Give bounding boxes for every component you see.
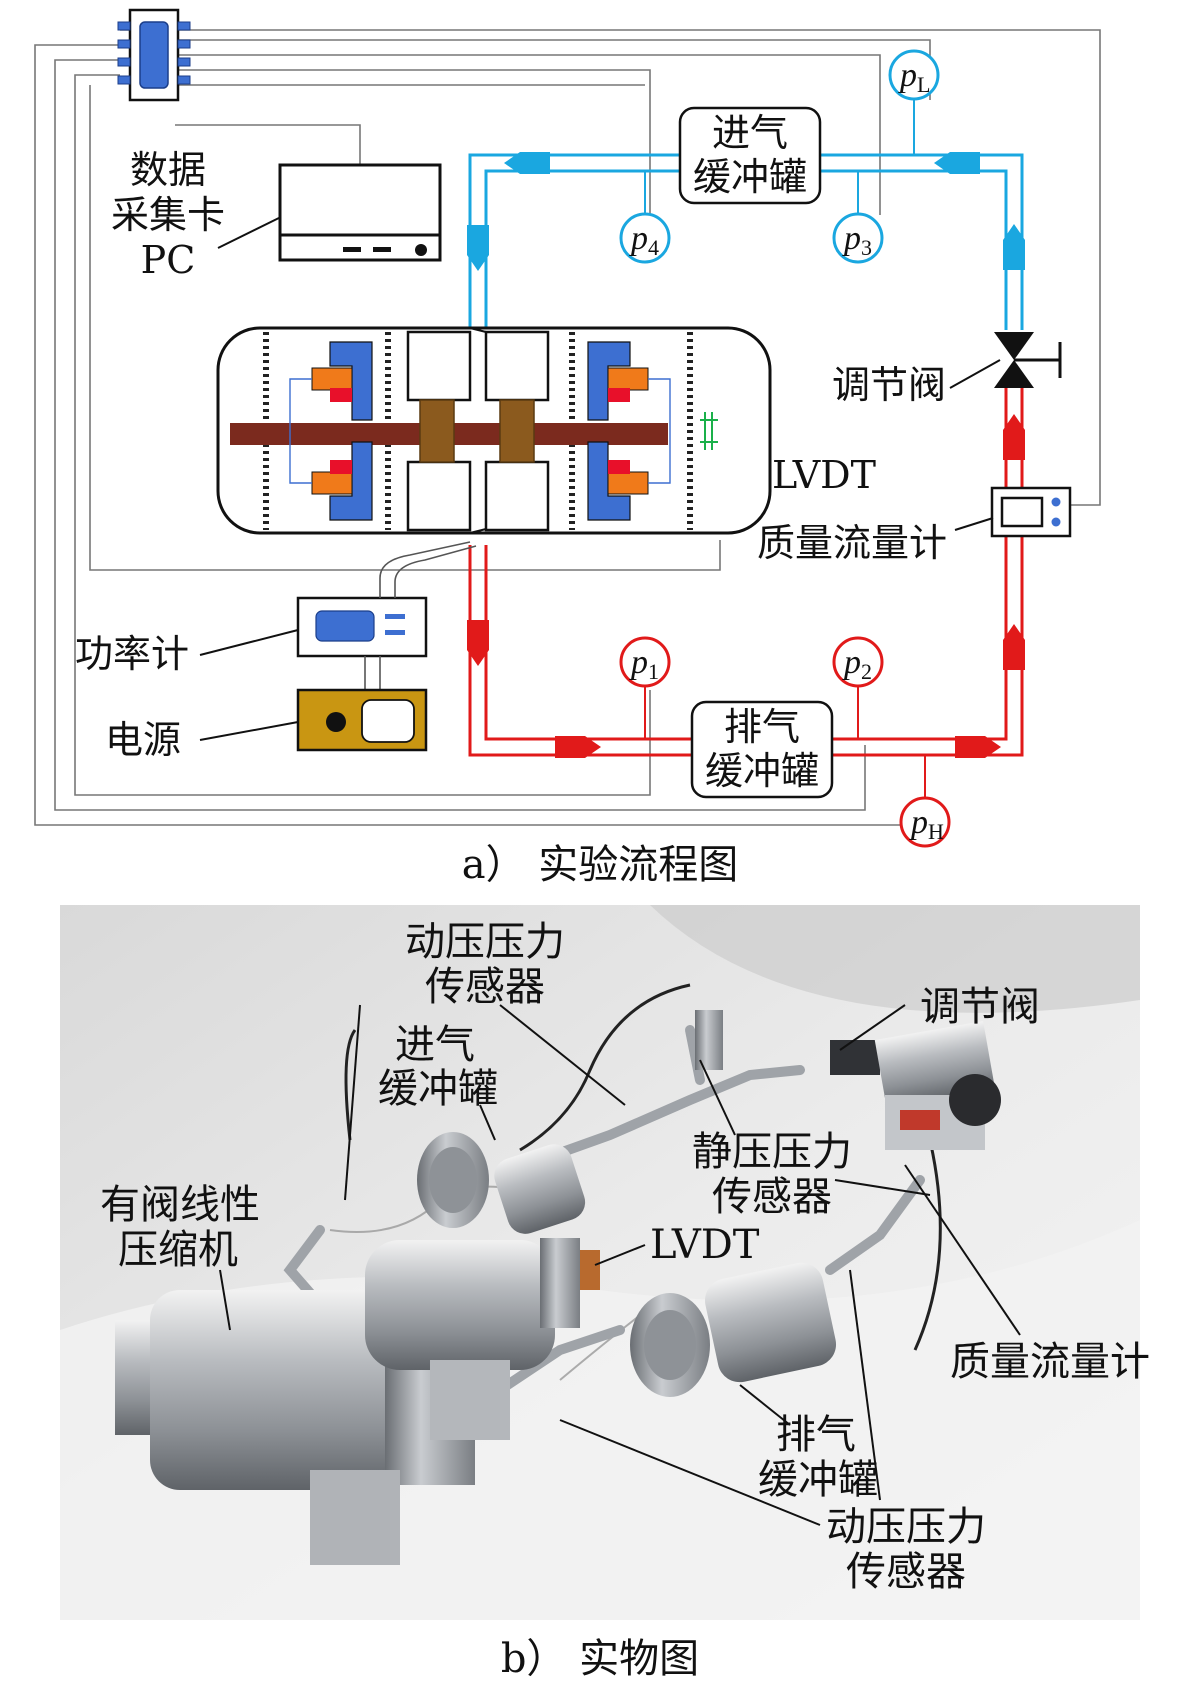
photo-dyn-sensor-bottom-2: 传感器 — [846, 1549, 966, 1595]
photo-intake-tank — [417, 1132, 586, 1234]
power-source-leader — [199, 721, 299, 741]
svg-text:p3: p3 — [842, 220, 872, 260]
photo-exhaust-tank-2: 缓冲罐 — [758, 1457, 878, 1503]
svg-text:p1: p1 — [629, 644, 659, 684]
intake-buffer-tank: 进气 缓冲罐 — [678, 106, 822, 205]
caption-b: b） 实物图 — [501, 1636, 699, 1682]
regulating-valve — [994, 332, 1062, 388]
flow-diagram: 数据 采集卡 PC — [34, 8, 1101, 888]
power-source — [296, 688, 428, 752]
photo-intake-tank-1: 进气 — [395, 1022, 475, 1068]
power-meter — [296, 596, 428, 658]
pc-label: PC — [141, 238, 196, 282]
power-source-label: 电源 — [105, 718, 181, 762]
exhaust-tank-label-2: 缓冲罐 — [705, 749, 819, 793]
exhaust-tank-label-1: 排气 — [724, 705, 800, 749]
red-flow-arrows — [467, 414, 1025, 758]
photo-dyn-sensor-top-2: 传感器 — [425, 964, 545, 1010]
photo-intake-tank-2: 缓冲罐 — [378, 1066, 498, 1112]
exhaust-buffer-tank: 排气 缓冲罐 — [690, 700, 834, 799]
signal-wires — [34, 29, 1101, 835]
sensor-p3: p3 — [832, 212, 884, 264]
sensor-pH: pH — [899, 796, 951, 848]
valve-leader — [949, 359, 1001, 389]
photo-compressor-2: 压缩机 — [118, 1227, 238, 1273]
daq-card — [117, 8, 191, 102]
daq-label-2: 采集卡 — [111, 193, 225, 237]
photo-dyn-sensor-top-1: 动压压力 — [405, 919, 565, 965]
photo-exhaust-tank-1: 排气 — [776, 1412, 856, 1458]
flowmeter-label: 质量流量计 — [757, 521, 947, 565]
power-meter-leader — [199, 629, 299, 656]
flowmeter-leader — [954, 517, 994, 531]
sensor-p1: p1 — [619, 636, 671, 688]
intake-tank-label-2: 缓冲罐 — [693, 155, 807, 199]
caption-a: a） 实验流程图 — [462, 842, 739, 888]
photo-compressor-1: 有阀线性 — [100, 1182, 260, 1228]
equipment-photo: 动压压力 传感器 调节阀 进气 缓冲罐 静压压力 传感器 有阀线性 压缩机 LV… — [60, 905, 1150, 1620]
compressor-schematic — [216, 326, 772, 535]
photo-dyn-sensor-bottom-1: 动压压力 — [826, 1504, 986, 1550]
photo-static-sensor-1: 静压压力 — [692, 1129, 852, 1175]
photo-cables — [344, 983, 942, 1351]
svg-text:p4: p4 — [629, 220, 659, 260]
power-wires — [364, 541, 477, 690]
photo-valve-flowmeter — [830, 1020, 1001, 1150]
daq-label-1: 数据 — [130, 148, 206, 192]
svg-text:pH: pH — [909, 804, 944, 844]
valve-label: 调节阀 — [832, 363, 946, 407]
svg-text:pL: pL — [898, 57, 930, 97]
sensor-p2: p2 — [832, 636, 884, 688]
sensor-stems — [644, 98, 926, 800]
photo-compressor — [115, 1238, 600, 1565]
sensor-p4: p4 — [619, 212, 671, 264]
svg-text:p2: p2 — [842, 644, 872, 684]
photo-leaders — [219, 1004, 1021, 1526]
blue-flow-arrows — [467, 152, 1025, 271]
intake-tank-label-1: 进气 — [712, 111, 788, 155]
mass-flow-meter — [990, 486, 1072, 538]
photo-lvdt-label: LVDT — [650, 1222, 760, 1268]
pc-leader — [217, 214, 286, 249]
photo-valve-label: 调节阀 — [920, 984, 1040, 1030]
photo-exhaust-tank — [630, 1262, 837, 1397]
sensor-pL: pL — [888, 49, 940, 101]
photo-flowmeter-label: 质量流量计 — [950, 1339, 1150, 1385]
power-meter-label: 功率计 — [75, 632, 189, 676]
photo-static-sensor-2: 传感器 — [712, 1174, 832, 1220]
photo-static-sensor — [695, 1010, 723, 1070]
lvdt-label: LVDT — [772, 453, 876, 497]
pc-monitor — [278, 163, 442, 262]
photo-labels: 动压压力 传感器 调节阀 进气 缓冲罐 静压压力 传感器 有阀线性 压缩机 LV… — [100, 919, 1150, 1595]
